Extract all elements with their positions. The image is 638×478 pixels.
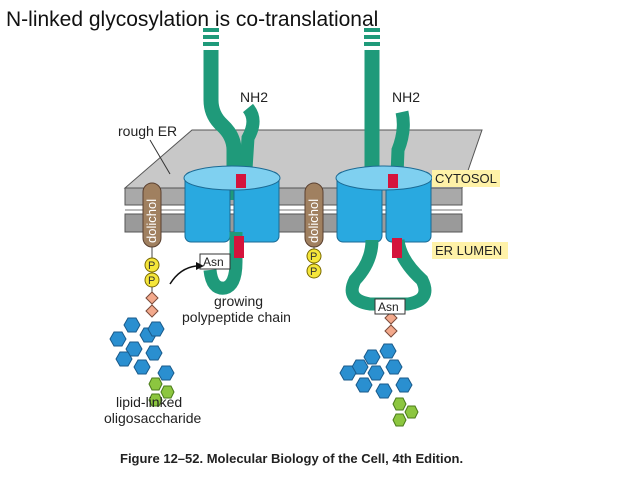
- lipid-linked-oligosaccharide-left: [109, 317, 175, 381]
- green-sugars-right: [392, 397, 419, 427]
- phosphate-left-1: P: [148, 260, 155, 272]
- cytosol-label: CYTOSOL: [435, 171, 497, 186]
- oligosaccharide-right: [339, 343, 413, 399]
- growing-label-line2: polypeptide chain: [182, 309, 291, 325]
- phosphate-right-1: P: [310, 251, 317, 263]
- lipid-label-line2: oligosaccharide: [104, 410, 201, 426]
- rough-er-label: rough ER: [118, 123, 177, 139]
- asn-left-label: Asn: [203, 255, 224, 269]
- left-polypeptide: [203, 28, 260, 201]
- slide-title: N-linked glycosylation is co-translation…: [6, 8, 379, 31]
- right-chain-loop: [345, 238, 432, 311]
- asn-left-box: [199, 253, 231, 270]
- phosphate-right-2: P: [310, 266, 317, 278]
- phosphate-left-2: P: [148, 275, 155, 287]
- asn-right-label: Asn: [378, 300, 399, 314]
- right-translocon: [335, 165, 433, 243]
- dolichol-right-label: dolichol: [306, 199, 321, 243]
- figure-caption: Figure 12–52. Molecular Biology of the C…: [120, 451, 464, 466]
- left-translocon: [183, 165, 281, 243]
- nh2-right-label: NH2: [392, 89, 420, 105]
- green-sugars-left: [148, 377, 175, 407]
- cytosol-label-bg: [432, 170, 500, 187]
- dolichol-left: dolichol P P: [142, 182, 162, 318]
- transfer-arrow: [169, 265, 197, 285]
- dolichol-right: dolichol P P: [304, 182, 324, 279]
- dolichol-left-label: dolichol: [144, 199, 159, 243]
- nh2-left-label: NH2: [240, 89, 268, 105]
- er-lumen-label-bg: [432, 242, 508, 259]
- rough-er-pointer: [149, 139, 171, 175]
- asn-right-box: [374, 298, 406, 315]
- er-lumen-label: ER LUMEN: [435, 243, 502, 258]
- left-chain-lumen: [203, 232, 243, 295]
- oligosaccharide-right-core: [384, 311, 398, 338]
- growing-label-line1: growing: [214, 293, 263, 309]
- lipid-label-line1: lipid-linked: [116, 394, 182, 410]
